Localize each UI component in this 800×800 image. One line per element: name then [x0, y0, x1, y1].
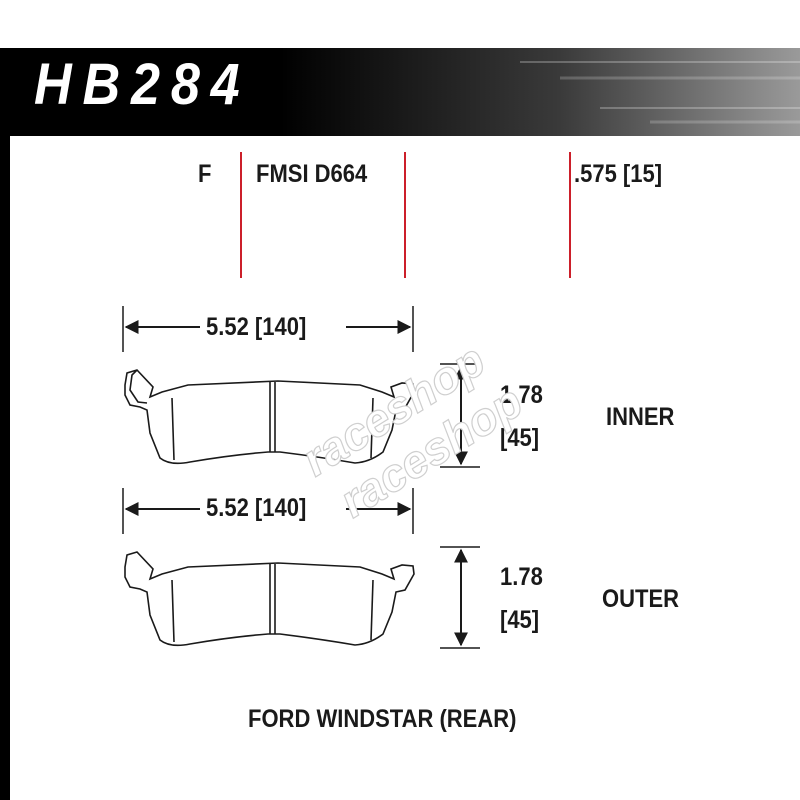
- header-band: [0, 48, 800, 136]
- pad-thickness: .575 [15]: [574, 160, 663, 188]
- outer-pad-label: OUTER: [602, 585, 679, 613]
- fmsi-number: FMSI D664: [256, 160, 368, 188]
- watermark: raceshop raceshop: [292, 333, 532, 528]
- inner-height-inches: 1.78: [500, 381, 543, 409]
- inner-width-dimension: 5.52 [140]: [206, 313, 307, 341]
- outer-height-mm: [45]: [500, 606, 540, 634]
- inner-height-mm: [45]: [500, 424, 540, 452]
- outer-height-inches: 1.78: [500, 563, 543, 591]
- header-speed-stripes: [520, 61, 800, 124]
- compound-code: F: [198, 160, 212, 188]
- part-number: HB284: [34, 52, 251, 117]
- vehicle-application: FORD WINDSTAR (REAR): [248, 705, 517, 733]
- outer-pad-outline: [124, 551, 415, 647]
- inner-pad-outline: [124, 369, 415, 465]
- outer-width-dimension: 5.52 [140]: [206, 494, 307, 522]
- inner-pad-label: INNER: [606, 403, 675, 431]
- left-border-rule: [0, 136, 10, 800]
